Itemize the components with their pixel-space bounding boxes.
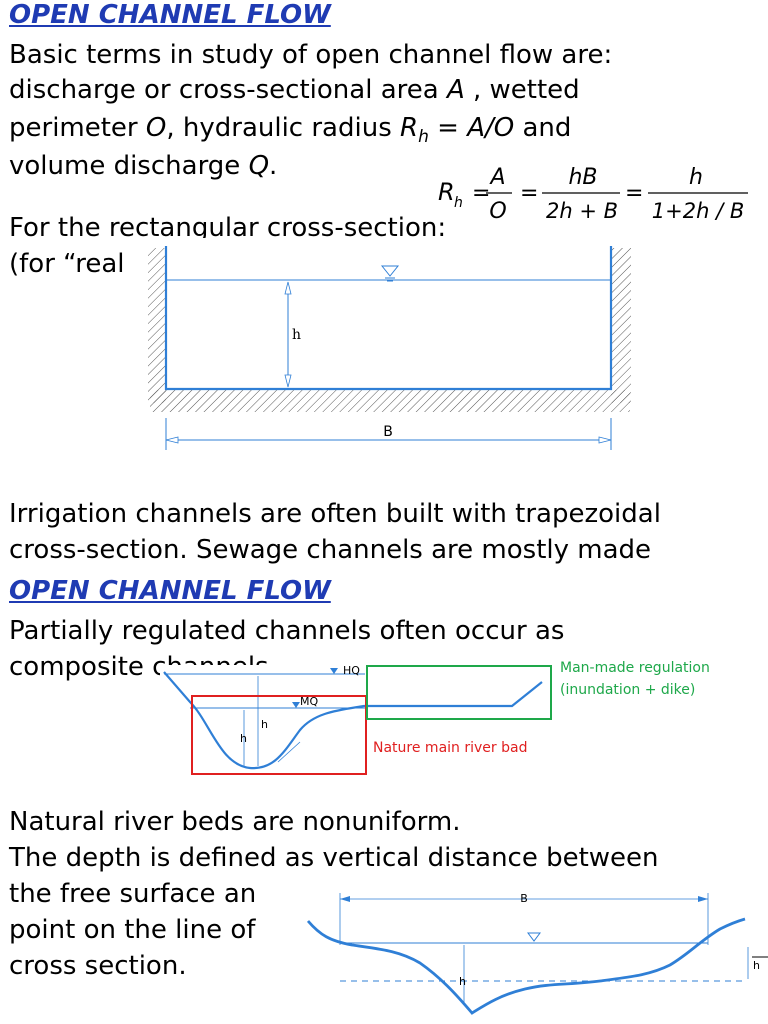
nature-label: Nature main river bad xyxy=(373,740,527,756)
section1-line7: Irrigation channels are often built with… xyxy=(9,499,661,529)
cut-off-line: with circular cross-section xyxy=(9,567,369,577)
var-q: Q xyxy=(248,151,270,181)
water-surface-symbol xyxy=(527,932,541,942)
section2-line7: cross section. xyxy=(9,951,187,981)
channel-walls xyxy=(164,246,613,391)
width-arrow-right xyxy=(698,896,708,902)
text: volume discharge xyxy=(9,151,249,181)
formula-eq2: = xyxy=(520,181,538,206)
formula-lhs-sub: h xyxy=(454,195,463,211)
section1-line5: For the rectangular cross-section: xyxy=(9,213,447,239)
formula-lhs: R xyxy=(438,178,455,206)
left-wall-hatch xyxy=(148,248,166,403)
manmade-label-1: Man-made regulation xyxy=(560,660,710,676)
white-cover xyxy=(300,885,768,1024)
section2-line6: point on the line of xyxy=(9,915,256,945)
channel-interior xyxy=(166,238,612,389)
slope-mark xyxy=(277,741,301,763)
section2-line1: Partially regulated channels often occur… xyxy=(9,616,565,646)
depth-arrow-top xyxy=(284,281,292,295)
section1-line2: discharge or cross-sectional area A , we… xyxy=(9,71,580,109)
text: , hydraulic radius xyxy=(166,113,401,143)
depth-label: h xyxy=(459,975,466,988)
formula-f1-num: A xyxy=(488,165,505,190)
right-depth-label: h xyxy=(753,959,760,972)
width-arrow-left xyxy=(340,896,350,902)
section1-line8: cross-section. Sewage channels are mostl… xyxy=(9,535,652,565)
section1-line3: perimeter O, hydraulic radius Rh = A/O a… xyxy=(9,109,571,156)
natural-river-diagram: B h h xyxy=(300,885,768,1024)
section1-line1: Basic terms in study of open channel flo… xyxy=(9,40,613,70)
river-bed-profile xyxy=(163,671,543,770)
manmade-label-2: (inundation + dike) xyxy=(560,682,695,698)
depth-label-1: h xyxy=(261,718,268,731)
width-label: B xyxy=(520,892,528,905)
mq-symbol xyxy=(292,702,300,708)
depth-arrow-bottom xyxy=(284,374,292,388)
rh-sub: h xyxy=(418,127,429,148)
text: . xyxy=(269,151,278,181)
bottom-hatch xyxy=(150,390,630,412)
inline-rh-formula: Rh = A/O xyxy=(400,113,515,147)
formula-f3-num: h xyxy=(689,165,703,190)
text: , wetted xyxy=(464,75,580,105)
section2-line3: Natural river beds are nonuniform. xyxy=(9,807,461,837)
formula-eq1: = xyxy=(472,181,490,206)
formula-f1-den: O xyxy=(489,199,506,224)
manmade-box xyxy=(366,665,552,720)
water-surface-symbol xyxy=(380,265,400,277)
text: and xyxy=(514,113,572,143)
right-wall-hatch xyxy=(611,248,631,403)
var-a: A xyxy=(446,75,465,105)
text: perimeter xyxy=(9,113,146,143)
rectangular-channel-diagram: h B xyxy=(148,238,631,450)
hydraulic-radius-formula: R h = A O = hB 2h + B = h 1+2h / B xyxy=(438,165,748,224)
section1-line6: (for “real xyxy=(9,249,125,279)
formula-f2-num: hB xyxy=(568,165,597,190)
width-arrow-right xyxy=(598,436,612,444)
rh-r: R xyxy=(400,113,419,143)
width-label: B xyxy=(383,424,393,440)
section1-title: OPEN CHANNEL FLOW xyxy=(9,0,331,30)
hq-symbol xyxy=(330,668,338,674)
section1-line4: volume discharge Q. xyxy=(9,147,277,185)
nature-box xyxy=(191,695,367,775)
formula-f3-den: 1+2h / B xyxy=(652,199,744,223)
depth-label-2: h xyxy=(240,732,247,745)
var-o: O xyxy=(145,113,167,143)
section2-line5: the free surface an xyxy=(9,879,257,909)
section2-line4: The depth is defined as vertical distanc… xyxy=(9,843,659,873)
depth-label: h xyxy=(292,327,301,343)
width-arrow-left xyxy=(165,436,179,444)
mq-label: MQ xyxy=(300,695,318,708)
text: discharge or cross-sectional area xyxy=(9,75,447,105)
hq-label: HQ xyxy=(343,664,360,677)
formula-f2-den: 2h + B xyxy=(546,199,618,223)
formula-eq3: = xyxy=(625,181,643,206)
section2-title: OPEN CHANNEL FLOW xyxy=(9,576,335,606)
composite-channel-diagram: HQ MQ h h Man-made regulation (inundatio… xyxy=(160,660,710,775)
river-bed-profile xyxy=(306,917,746,1015)
rh-rest: = A/O xyxy=(428,113,515,143)
